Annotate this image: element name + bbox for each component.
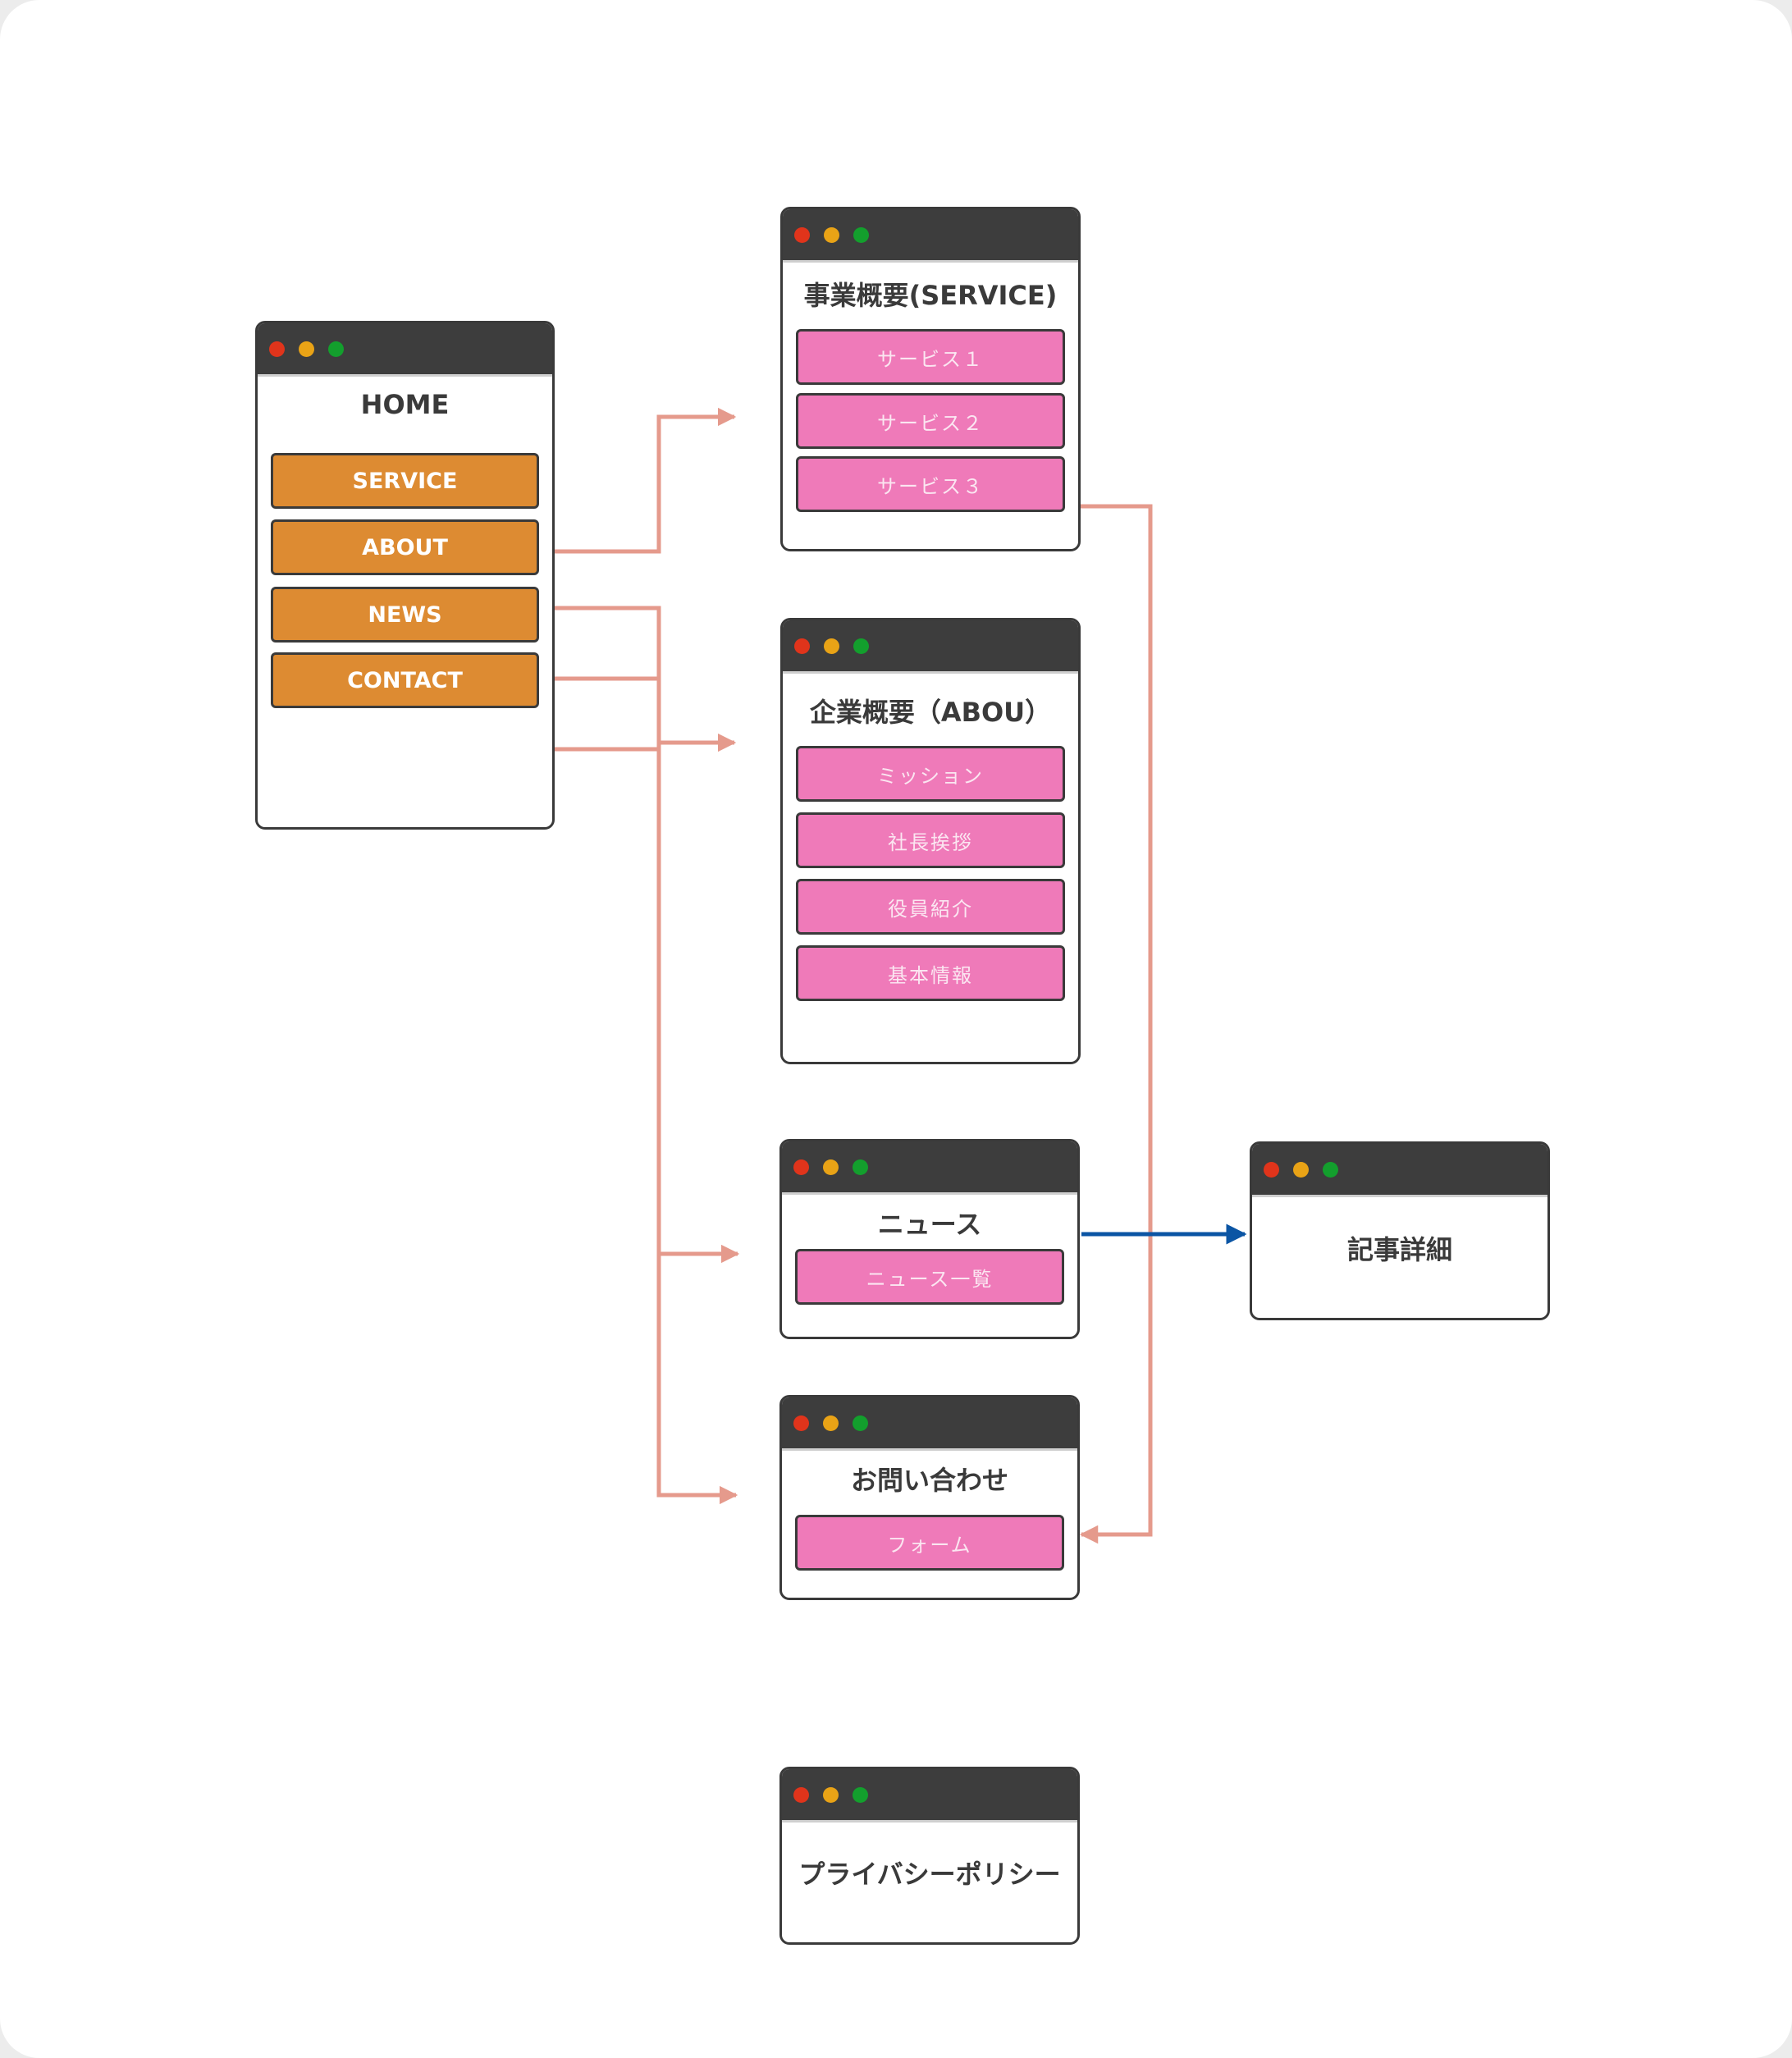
about-button[interactable]: ABOUT	[271, 519, 539, 575]
article-window: 記事詳細	[1250, 1141, 1550, 1320]
contact-form-item[interactable]: フォーム	[795, 1515, 1064, 1571]
page-title: HOME	[360, 389, 450, 420]
minimize-dot-icon	[1293, 1161, 1309, 1178]
service-item-3[interactable]: サービス３	[796, 456, 1065, 512]
title-bar	[1252, 1144, 1547, 1197]
minimize-dot-icon	[823, 1415, 839, 1431]
news-window: ニュース ニュース一覧	[779, 1139, 1080, 1339]
page-title: プライバシーポリシー	[798, 1859, 1061, 1890]
title-bar	[783, 620, 1078, 674]
minimize-dot-icon	[823, 1159, 839, 1175]
service-item-1[interactable]: サービス１	[796, 329, 1065, 385]
news-button[interactable]: NEWS	[271, 587, 539, 643]
about-item-mission[interactable]: ミッション	[796, 746, 1065, 802]
about-window: 企業概要（ABOU） ミッション 社長挨拶 役員紹介 基本情報	[780, 618, 1081, 1064]
privacy-window: プライバシーポリシー	[779, 1767, 1080, 1945]
title-bar	[782, 1397, 1077, 1451]
close-dot-icon	[794, 638, 810, 654]
close-dot-icon	[1264, 1161, 1279, 1178]
page-title: 記事詳細	[1346, 1234, 1452, 1265]
close-dot-icon	[793, 1159, 809, 1175]
page-title: 企業概要（ABOU）	[809, 697, 1052, 728]
maximize-dot-icon	[853, 226, 869, 243]
connector-news-trunk	[540, 606, 738, 1505]
title-bar	[782, 1769, 1077, 1822]
about-item-greeting[interactable]: 社長挨拶	[796, 812, 1065, 868]
maximize-dot-icon	[853, 1786, 868, 1803]
title-bar	[783, 209, 1078, 263]
page-title: 事業概要(SERVICE)	[803, 280, 1058, 311]
page-title: お問い合わせ	[850, 1465, 1008, 1496]
maximize-dot-icon	[853, 1159, 868, 1175]
service-item-2[interactable]: サービス２	[796, 393, 1065, 449]
contact-window: お問い合わせ フォーム	[779, 1395, 1080, 1600]
about-item-basic-info[interactable]: 基本情報	[796, 945, 1065, 1001]
minimize-dot-icon	[824, 638, 839, 654]
news-list-item[interactable]: ニュース一覧	[795, 1249, 1064, 1305]
service-window: 事業概要(SERVICE) サービス１ サービス２ サービス３	[780, 207, 1081, 551]
page-title: ニュース	[877, 1209, 982, 1240]
connector-service-to-form	[1079, 504, 1153, 1544]
maximize-dot-icon	[328, 341, 344, 357]
close-dot-icon	[793, 1786, 809, 1803]
close-dot-icon	[794, 226, 810, 243]
minimize-dot-icon	[824, 226, 839, 243]
minimize-dot-icon	[299, 341, 314, 357]
home-window: HOME SERVICE ABOUT NEWS CONTACT	[255, 321, 555, 830]
contact-button[interactable]: CONTACT	[271, 652, 539, 708]
connector-about-to-service	[540, 407, 737, 554]
minimize-dot-icon	[823, 1786, 839, 1803]
maximize-dot-icon	[853, 638, 869, 654]
connector-to-about	[537, 743, 734, 749]
close-dot-icon	[793, 1415, 809, 1431]
close-dot-icon	[269, 341, 285, 357]
maximize-dot-icon	[1323, 1161, 1338, 1178]
about-item-officers[interactable]: 役員紹介	[796, 879, 1065, 935]
title-bar	[258, 323, 552, 377]
service-button[interactable]: SERVICE	[271, 453, 539, 509]
title-bar	[782, 1141, 1077, 1195]
maximize-dot-icon	[853, 1415, 868, 1431]
